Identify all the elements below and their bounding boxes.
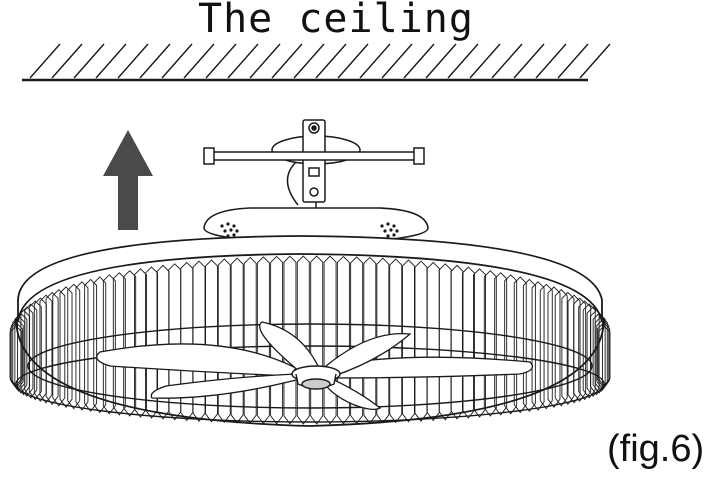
- fan-ring: [15, 235, 605, 427]
- fan-hub: [291, 365, 341, 390]
- fan-blades: [96, 321, 534, 410]
- ceiling-label: The ceiling: [198, 0, 474, 42]
- ceiling-hatch: [22, 43, 611, 82]
- mounting-bracket: [203, 119, 425, 215]
- up-arrow-icon: [103, 130, 153, 230]
- figure-label: (fig.6): [607, 428, 705, 470]
- crystal-facets: [9, 255, 611, 425]
